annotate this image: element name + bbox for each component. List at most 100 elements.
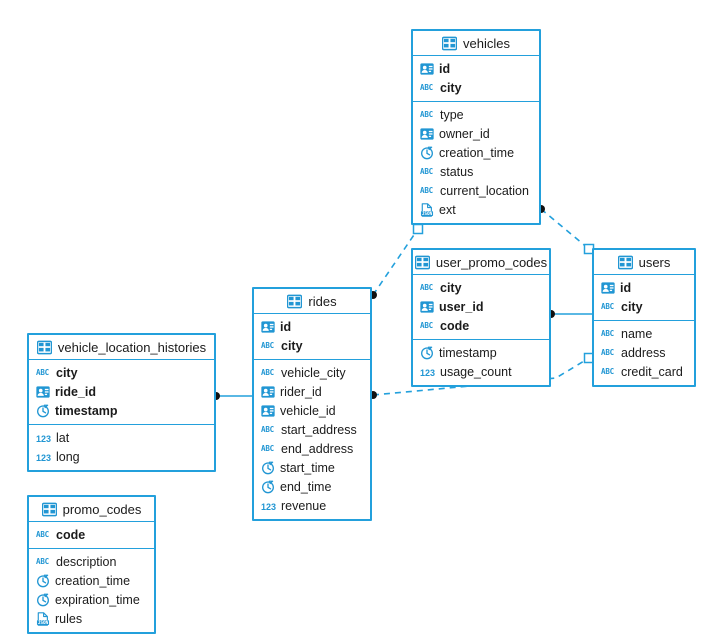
column-label: city <box>440 280 462 295</box>
column-label: creation_time <box>55 573 131 588</box>
column-rides-start_time[interactable]: start_time <box>254 458 370 477</box>
column-users-id[interactable]: id <box>594 278 694 297</box>
column-vehicles-id[interactable]: id <box>413 59 539 78</box>
column-user_promo_codes-user_id[interactable]: user_id <box>413 297 549 316</box>
column-label: timestamp <box>439 345 497 360</box>
column-label: ext <box>439 202 456 217</box>
column-rides-rider_id[interactable]: rider_id <box>254 382 370 401</box>
relationship-rel-vehicles-users[interactable] <box>537 205 595 255</box>
column-label: rules <box>55 611 83 626</box>
table-title-users: users <box>594 250 694 275</box>
column-vehicle_location_histories-timestamp[interactable]: timestamp <box>29 401 214 420</box>
column-user_promo_codes-timestamp[interactable]: timestamp <box>413 343 549 362</box>
identity-card-icon <box>261 404 275 418</box>
column-vehicles-current_location[interactable]: ABC current_location <box>413 181 539 200</box>
abc-icon: ABC <box>601 328 614 338</box>
column-vehicle_location_histories-city[interactable]: ABC city <box>29 363 214 382</box>
column-label: ride_id <box>55 384 96 399</box>
identity-card-icon <box>420 300 434 314</box>
identity-card-icon <box>36 385 50 399</box>
clock-icon <box>420 146 434 160</box>
column-label: city <box>621 299 643 314</box>
abc-icon: ABC <box>420 320 433 330</box>
column-promo_codes-creation_time[interactable]: creation_time <box>29 571 154 590</box>
table-title-user_promo_codes: user_promo_codes <box>413 250 549 275</box>
column-label: user_id <box>439 299 484 314</box>
column-label: timestamp <box>55 403 118 418</box>
column-label: current_location <box>440 183 529 198</box>
identity-card-icon <box>261 320 275 334</box>
column-label: id <box>620 280 632 295</box>
clock-icon <box>36 593 50 607</box>
clock-icon <box>36 574 50 588</box>
abc-icon: ABC <box>420 109 433 119</box>
column-users-city[interactable]: ABC city <box>594 297 694 316</box>
json-document-icon: JSON <box>36 611 50 626</box>
column-vehicles-creation_time[interactable]: creation_time <box>413 143 539 162</box>
column-label: revenue <box>281 498 327 513</box>
abc-icon: ABC <box>601 301 614 311</box>
table-title-label: user_promo_codes <box>435 254 548 270</box>
column-rides-end_time[interactable]: end_time <box>254 477 370 496</box>
abc-icon: ABC <box>420 185 433 195</box>
column-rides-id[interactable]: id <box>254 317 370 336</box>
column-label: id <box>280 319 292 334</box>
column-vehicles-owner_id[interactable]: owner_id <box>413 124 539 143</box>
table-title-vehicles: vehicles <box>413 31 539 56</box>
column-label: id <box>439 61 451 76</box>
column-users-name[interactable]: ABC name <box>594 324 694 343</box>
abc-icon: ABC <box>36 529 49 539</box>
column-label: city <box>281 338 303 353</box>
column-label: start_address <box>281 422 357 437</box>
abc-icon: ABC <box>36 367 49 377</box>
identity-card-icon <box>420 62 434 76</box>
column-user_promo_codes-code[interactable]: ABC code <box>413 316 549 335</box>
column-label: code <box>440 318 470 333</box>
table-title-vehicle_location_histories: vehicle_location_histories <box>29 335 214 360</box>
relationship-rel-upc-users[interactable] <box>547 310 592 318</box>
column-label: city <box>56 365 78 380</box>
column-label: usage_count <box>440 364 512 379</box>
clock-icon <box>36 404 50 418</box>
abc-icon: ABC <box>420 166 433 176</box>
identity-card-icon <box>261 385 275 399</box>
table-icon <box>287 294 303 309</box>
column-promo_codes-rules[interactable]: JSON rules <box>29 609 154 628</box>
abc-icon: ABC <box>36 556 49 566</box>
column-promo_codes-expiration_time[interactable]: expiration_time <box>29 590 154 609</box>
relationship-rel-vlh-rides[interactable] <box>212 392 252 400</box>
column-label: name <box>621 326 653 341</box>
column-rides-vehicle_id[interactable]: vehicle_id <box>254 401 370 420</box>
table-icon <box>41 502 57 517</box>
column-vehicle_location_histories-ride_id[interactable]: ride_id <box>29 382 214 401</box>
